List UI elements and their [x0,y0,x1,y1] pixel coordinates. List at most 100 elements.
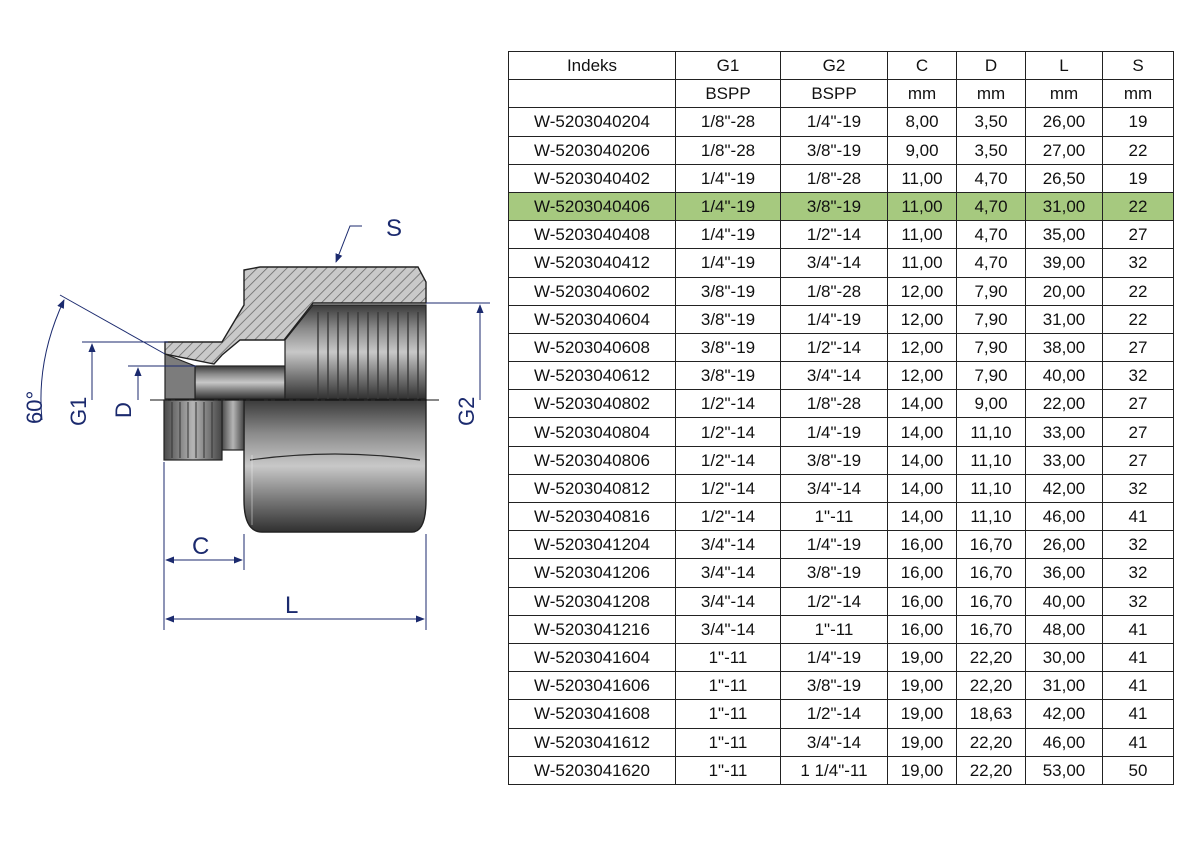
table-cell: 11,10 [956,417,1026,447]
table-cell: 42,00 [1025,473,1103,504]
table-cell: 22,20 [956,727,1026,757]
table-cell: 7,90 [956,361,1026,391]
table-cell: 3/4"-14 [780,361,888,391]
table-cell: BSPP [780,79,888,109]
table-cell: 27 [1102,220,1174,250]
table-cell: 22 [1102,276,1174,306]
table-cell: 16,70 [956,530,1026,560]
table-cell: 1/8"-28 [780,276,888,306]
table-cell: 16,00 [887,530,957,560]
table-cell: 36,00 [1025,558,1103,588]
table-cell: 16,00 [887,586,957,616]
table-cell: 14,00 [887,445,957,475]
table-cell: 12,00 [887,361,957,391]
table-cell: 1"-11 [780,501,888,532]
table-cell: 32 [1102,586,1174,616]
table-cell: W-5203040402 [508,163,676,193]
table-cell: 53,00 [1025,755,1103,785]
table-cell: 27 [1102,389,1174,419]
table-cell: 14,00 [887,473,957,504]
table-cell: 41 [1102,501,1174,532]
table-cell: 1/8"-28 [675,107,781,137]
table-cell: 3/4"-14 [780,248,888,278]
table-cell: 1/2"-14 [780,332,888,363]
table-cell: 4,70 [956,191,1026,222]
table-cell: 11,10 [956,501,1026,532]
table-cell: 33,00 [1025,417,1103,447]
table-cell: W-5203041204 [508,530,676,560]
table-cell: 32 [1102,558,1174,588]
table-cell: 7,90 [956,304,1026,334]
table-cell: 26,50 [1025,163,1103,193]
table-cell: 11,00 [887,220,957,250]
table-cell: 1 1/4"-11 [780,755,888,785]
table-cell: 32 [1102,248,1174,278]
table-cell: W-5203041206 [508,558,676,588]
table-cell: W-5203040204 [508,107,676,137]
table-cell: 27 [1102,445,1174,475]
table-cell: 27 [1102,332,1174,363]
table-cell: 3/8"-19 [780,191,888,222]
table-cell: 12,00 [887,332,957,363]
table-cell: 12,00 [887,276,957,306]
table-cell: 8,00 [887,107,957,137]
table-cell: W-5203041608 [508,699,676,729]
table-cell: 3/8"-19 [780,671,888,701]
table-cell: 1/4"-19 [780,642,888,673]
table-cell: BSPP [675,79,781,109]
table-cell: 22,20 [956,642,1026,673]
table-cell: 1"-11 [675,642,781,673]
table-cell: W-5203040806 [508,445,676,475]
table-cell: 3/8"-19 [675,361,781,391]
table-cell: 3/8"-19 [780,135,888,165]
table-cell: W-5203040608 [508,332,676,363]
table-cell: 16,00 [887,614,957,644]
table-cell: 46,00 [1025,727,1103,757]
table-cell: 14,00 [887,389,957,419]
table-cell: 11,10 [956,473,1026,504]
table-cell: 41 [1102,642,1174,673]
table-cell: 19 [1102,107,1174,137]
table-cell: 22,00 [1025,389,1103,419]
table-cell: 27 [1102,417,1174,447]
dim-label-angle: 60° [22,391,47,424]
table-cell: C [887,50,957,81]
table-cell: 22 [1102,191,1174,222]
table-cell: 11,00 [887,163,957,193]
table-cell: 1/8"-28 [780,389,888,419]
table-cell: 1/2"-14 [780,220,888,250]
table-cell: 1/4"-19 [780,417,888,447]
table-cell: 1/2"-14 [675,501,781,532]
table-cell: W-5203040604 [508,304,676,334]
table-cell: Indeks [508,50,676,81]
fitting-technical-drawing: S 60° G1 D G2 C L [22,215,490,630]
table-cell: 3/4"-14 [675,558,781,588]
table-cell: W-5203040612 [508,361,676,391]
dim-label-c: C [192,533,209,560]
table-cell: 31,00 [1025,191,1103,222]
table-cell: 9,00 [956,389,1026,419]
table-cell: 1/2"-14 [675,445,781,475]
table-cell: W-5203041606 [508,671,676,701]
table-cell: 1/4"-19 [675,163,781,193]
table-cell: 18,63 [956,699,1026,729]
table-cell: 1/2"-14 [675,473,781,504]
table-cell: 1/4"-19 [780,304,888,334]
table-cell: 27,00 [1025,135,1103,165]
table-cell: 1"-11 [675,671,781,701]
